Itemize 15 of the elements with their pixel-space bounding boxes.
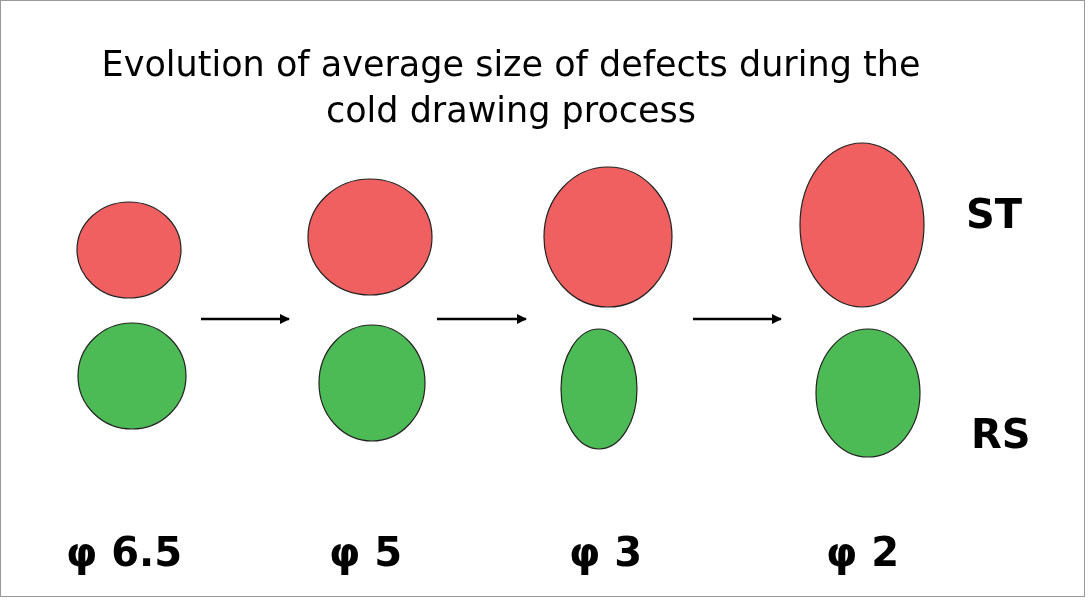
defect-ellipse xyxy=(307,178,433,296)
row-label: ST xyxy=(966,191,1023,237)
defect-ellipse xyxy=(77,322,187,430)
defect-ellipse xyxy=(815,328,921,458)
defect-ellipse xyxy=(543,166,673,308)
defect-ellipse xyxy=(560,328,638,450)
diameter-label: φ 2 xyxy=(826,529,900,575)
defect-ellipse xyxy=(76,201,182,299)
diameter-label: φ 5 xyxy=(329,529,403,575)
title: Evolution of average size of defects during the cold drawing process xyxy=(101,43,921,132)
diameter-label: φ 6.5 xyxy=(66,529,183,575)
diameter-label: φ 3 xyxy=(569,529,643,575)
row-label: RS xyxy=(971,411,1031,457)
defect-ellipse xyxy=(799,142,925,308)
defect-ellipse xyxy=(318,324,426,442)
